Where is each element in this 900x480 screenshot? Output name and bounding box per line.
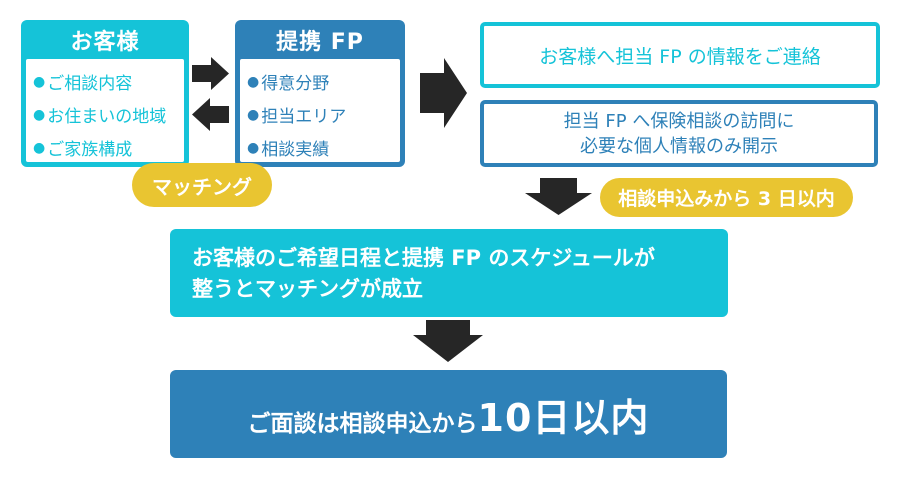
interview-deadline-prefix: ご面談は相談申込から [247,410,478,437]
interview-deadline-line: ご面談は相談申込から 10日以内 [248,387,650,442]
partner-fp-item-label: 担当エリア [261,107,347,127]
schedule-match-line1: お客様のご希望日程と提携 FP のスケジュールが [192,246,655,270]
partner-fp-box-body: ● 得意分野 ● 担当エリア ● 相談実績 [240,59,400,162]
arrow-right-icon [192,56,230,91]
customer-box-title: お客様 [70,29,140,55]
customer-item: ● ご家族構成 [33,131,184,164]
bullet-icon: ● [247,139,260,156]
customer-box: お客様 ● ご相談内容 ● お住まいの地域 ● ご家族構成 [21,20,189,167]
customer-item-label: ご相談内容 [47,74,133,94]
schedule-match-box: お客様のご希望日程と提携 FP のスケジュールが 整うとマッチングが成立 [170,229,728,317]
partner-fp-item-label: 相談実績 [261,140,330,160]
disclosure-box: 担当 FP へ保険相談の訪問に 必要な個人情報のみ開示 [480,100,878,167]
bullet-icon: ● [33,139,46,156]
partner-fp-item: ● 担当エリア [247,98,400,131]
customer-item-label: お住まいの地域 [47,107,167,127]
partner-fp-item-label: 得意分野 [261,74,330,94]
contact-info-box: お客様へ担当 FP の情報をご連絡 [480,22,880,88]
arrow-right-large-icon [420,58,467,128]
customer-item: ● ご相談内容 [33,65,184,98]
schedule-match-line2: 整うとマッチングが成立 [192,277,423,301]
customer-item: ● お住まいの地域 [33,98,184,131]
contact-info-text: お客様へ担当 FP の情報をご連絡 [539,45,821,68]
interview-deadline-highlight: 10日以内 [477,395,650,440]
arrow-down-icon [525,178,592,215]
three-days-badge: 相談申込みから 3 日以内 [600,178,853,217]
partner-fp-box-title: 提携 FP [276,29,364,55]
bullet-icon: ● [247,106,260,123]
bullet-icon: ● [33,106,46,123]
matching-badge: マッチング [132,163,272,207]
customer-box-body: ● ご相談内容 ● お住まいの地域 ● ご家族構成 [26,59,184,162]
arrow-left-icon [192,97,230,132]
disclosure-line2: 必要な個人情報のみ開示 [580,135,778,157]
partner-fp-item: ● 得意分野 [247,65,400,98]
partner-fp-item: ● 相談実績 [247,131,400,164]
arrow-down-icon [413,320,483,362]
partner-fp-box: 提携 FP ● 得意分野 ● 担当エリア ● 相談実績 [235,20,405,167]
customer-item-label: ご家族構成 [47,140,133,160]
bullet-icon: ● [247,73,260,90]
interview-deadline-box: ご面談は相談申込から 10日以内 [170,370,727,458]
bullet-icon: ● [33,73,46,90]
disclosure-line1: 担当 FP へ保険相談の訪問に [563,110,795,132]
